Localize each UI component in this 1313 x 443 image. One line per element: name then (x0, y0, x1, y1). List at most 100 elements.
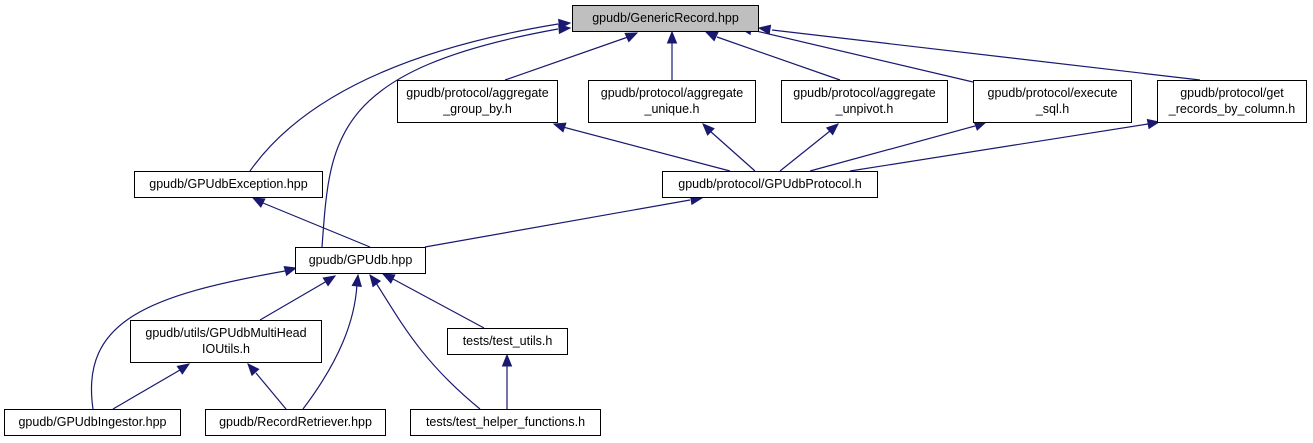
node-label: gpudb/GPUdbIngestor.hpp (18, 415, 166, 429)
edge-test_helper_functions-to-gpudb (369, 273, 481, 410)
node-gpudb[interactable]: gpudb/GPUdb.hpp (295, 247, 426, 274)
arrowhead-icon (351, 273, 362, 288)
arrowhead-icon (624, 32, 639, 43)
edge-record_retriever-to-multihead_io_utils (247, 363, 287, 410)
node-get-records-by-column[interactable]: gpudb/protocol/get _records_by_column.h (1157, 80, 1307, 123)
edge-line (779, 130, 831, 172)
arrowhead-icon (176, 363, 191, 375)
node-label: tests/test_helper_functions.h (426, 415, 585, 429)
node-label: tests/test_utils.h (463, 334, 553, 348)
edge-gpudb_protocol-to-execute_sql (809, 121, 988, 172)
node-box (295, 247, 426, 274)
node-box (4, 409, 181, 436)
edge-line (809, 125, 976, 172)
node-label: gpudb/protocol/aggregate (406, 86, 549, 100)
node-box (973, 80, 1132, 123)
arrowhead-icon (251, 197, 266, 208)
edge-line (424, 199, 691, 248)
arrowhead-icon (702, 123, 715, 136)
arrowhead-icon (381, 273, 396, 284)
node-generic-record[interactable]: gpudb/GenericRecord.hpp (572, 5, 759, 32)
edge-line (249, 23, 559, 172)
arrowhead-icon (825, 123, 839, 136)
edge-line (849, 123, 1149, 172)
node-ingestor[interactable]: gpudb/GPUdbIngestor.hpp (4, 409, 181, 436)
edge-gpudb-to-gpudb_protocol (424, 194, 704, 248)
node-label: gpudb/GPUdb.hpp (309, 253, 413, 267)
node-box (662, 171, 878, 198)
node-box (397, 80, 558, 123)
node-label: gpudb/GenericRecord.hpp (592, 11, 739, 25)
node-label: gpudb/RecordRetriever.hpp (219, 415, 372, 429)
node-label: gpudb/protocol/GPUdbProtocol.h (678, 177, 861, 191)
node-label: gpudb/protocol/execute (988, 86, 1118, 100)
node-box (447, 328, 568, 355)
node-test-helper-functions[interactable]: tests/test_helper_functions.h (410, 409, 601, 436)
edge-line (562, 126, 731, 172)
node-execute-sql[interactable]: gpudb/protocol/execute _sql.h (973, 80, 1132, 123)
edge-gpudb_protocol-to-get_records_by_column (849, 118, 1161, 172)
edge-gpudb_protocol-to-agg_group_by (552, 122, 731, 172)
arrowhead-icon (322, 275, 337, 287)
edge-line (255, 372, 287, 410)
node-label: gpudb/protocol/get (1180, 86, 1284, 100)
node-box (588, 80, 756, 123)
node-label: gpudb/GPUdbException.hpp (149, 177, 307, 191)
node-agg-unpivot[interactable]: gpudb/protocol/aggregate_unpivot.h (781, 80, 948, 123)
edge-test_utils-to-gpudb (381, 273, 485, 329)
edge-line (504, 36, 629, 81)
edge-gpudb_protocol-to-agg_unique (702, 123, 756, 172)
edge-agg_unique-to-generic_record (666, 30, 678, 80)
node-test-utils[interactable]: tests/test_utils.h (447, 328, 568, 355)
edge-line (771, 29, 1201, 81)
arrowhead-icon (757, 24, 772, 35)
edge-line (375, 282, 481, 410)
node-record-retriever[interactable]: gpudb/RecordRetriever.hpp (205, 409, 386, 436)
node-gpudb-exception[interactable]: gpudb/GPUdbException.hpp (134, 171, 323, 198)
node-box (572, 5, 759, 32)
node-label: _unique.h (644, 102, 700, 116)
edge-gpudb-to-gpudb_exception (251, 197, 371, 248)
edge-ingestor-to-multihead_io_utils (112, 363, 191, 410)
node-agg-group-by[interactable]: gpudb/protocol/aggregate _group_by.h (397, 80, 558, 123)
node-gpudb-protocol[interactable]: gpudb/protocol/GPUdbProtocol.h (662, 171, 878, 198)
arrowhead-icon (552, 122, 567, 133)
arrowhead-icon (501, 353, 513, 367)
edge-line (321, 28, 559, 248)
nodes-layer: gpudb/GenericRecord.hpp gpudb/protocol/ag… (4, 5, 1307, 436)
edge-gpudb-to-generic_record (321, 23, 572, 248)
node-box (134, 171, 323, 198)
node-box (130, 320, 322, 363)
edge-line (751, 29, 974, 83)
node-label: _group_by.h (442, 102, 512, 116)
node-label: _sql.h (1035, 102, 1069, 116)
edge-multihead_io_utils-to-gpudb (259, 275, 337, 321)
node-box (1157, 80, 1307, 123)
edge-test_helper_functions-to-test_utils (501, 353, 513, 409)
arrowhead-icon (283, 265, 298, 277)
edge-line (709, 130, 756, 172)
arrowhead-icon (369, 273, 382, 288)
arrowhead-icon (1146, 118, 1161, 130)
node-label: IOUtils.h (202, 342, 250, 356)
node-label: gpudb/protocol/aggregate (601, 86, 744, 100)
node-agg-unique[interactable]: gpudb/protocol/aggregate _unique.h (588, 80, 756, 123)
edge-ingestor-to-gpudb (90, 265, 298, 410)
edge-line (392, 278, 485, 329)
node-box (781, 80, 948, 123)
edge-line (90, 270, 286, 410)
edge-agg_unpivot-to-generic_record (704, 31, 841, 81)
node-label: gpudb/protocol/aggregate (793, 86, 936, 100)
arrowhead-icon (558, 23, 572, 35)
node-box (205, 409, 386, 436)
node-label: _records_by_column.h (1168, 102, 1296, 116)
edge-execute_sql-to-generic_record (738, 24, 974, 83)
edge-record_retriever-to-gpudb (302, 273, 362, 410)
arrowhead-icon (704, 31, 719, 42)
arrowhead-icon (247, 363, 260, 377)
arrowhead-icon (666, 30, 678, 44)
edge-line (716, 36, 841, 81)
edge-line (262, 202, 371, 248)
